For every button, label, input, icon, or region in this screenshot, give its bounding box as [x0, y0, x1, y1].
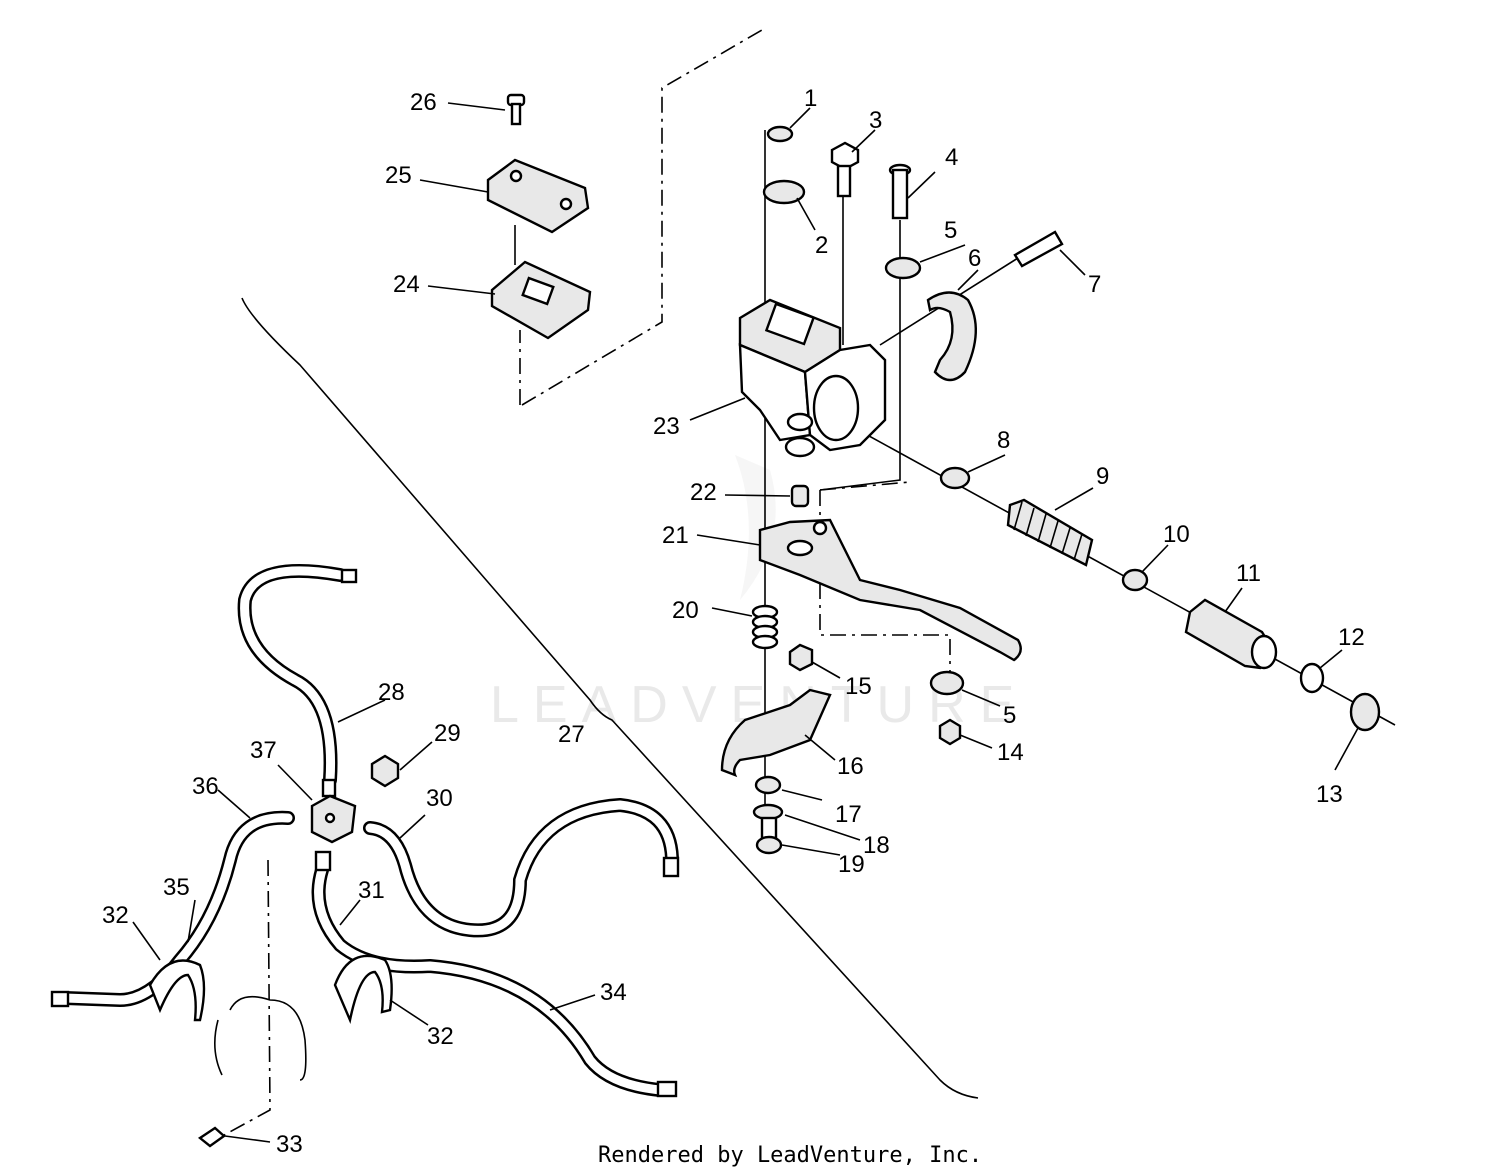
callout-27: 27: [558, 721, 585, 748]
callout-9: 9: [1096, 463, 1109, 490]
reservoir-leader: [519, 29, 763, 406]
part-14-nut: [938, 718, 962, 746]
callout-13: 13: [1316, 781, 1343, 808]
callout-32-right: 32: [427, 1023, 454, 1050]
callout-29: 29: [434, 720, 461, 747]
callout-18: 18: [863, 832, 890, 859]
callout-36: 36: [192, 773, 219, 800]
frame-fragment: [214, 995, 307, 1081]
callout-24: 24: [393, 271, 420, 298]
part-32-clamp-right: [333, 954, 393, 1024]
part-21-brake-lever: [758, 518, 1022, 662]
part-5-washer-lower: [929, 670, 965, 696]
part-29-banjo-bolt: [370, 754, 400, 788]
part-5-washer-top: [884, 256, 922, 280]
part-1-washer: [766, 125, 794, 143]
callout-25: 25: [385, 162, 412, 189]
callout-7: 7: [1088, 271, 1101, 298]
callout-37: 37: [250, 737, 277, 764]
callout-34: 34: [600, 979, 627, 1006]
part-22-bushing: [790, 484, 810, 508]
callout-26: 26: [410, 89, 437, 116]
callout-16: 16: [837, 753, 864, 780]
part-33-bolt: [197, 1126, 226, 1148]
callout-33: 33: [276, 1131, 303, 1158]
brake-hose-31-34: [311, 850, 678, 1098]
callout-19: 19: [838, 851, 865, 878]
callout-31: 31: [358, 877, 385, 904]
callout-3: 3: [869, 107, 882, 134]
callout-22: 22: [690, 479, 717, 506]
brake-hose-30: [363, 797, 680, 938]
part-6-clamp: [926, 291, 978, 382]
bolt33-leader: [214, 859, 271, 1141]
callout-4: 4: [945, 144, 958, 171]
credit-text: Rendered by LeadVenture, Inc.: [598, 1143, 982, 1168]
callout-1: 1: [804, 85, 817, 112]
part-32-clamp-left: [148, 959, 206, 1022]
part-19-bolt: [755, 816, 783, 855]
part-17-washer: [754, 775, 782, 795]
callout-23: 23: [653, 413, 680, 440]
part-12-ring: [1299, 662, 1325, 694]
part-37-junction-block: [310, 794, 357, 844]
callout-10: 10: [1163, 521, 1190, 548]
brake-hose-35-36: [50, 810, 295, 1008]
callout-6: 6: [968, 245, 981, 272]
callout-5-top: 5: [944, 217, 957, 244]
part-11-piston: [1184, 598, 1278, 670]
pin4-axis: [819, 220, 901, 491]
part-23-master-cylinder: [738, 298, 887, 458]
callout-20: 20: [672, 597, 699, 624]
part-3-bolt: [830, 141, 860, 198]
callout-32-left: 32: [102, 902, 129, 929]
part-13-boot: [1349, 692, 1381, 732]
callout-11: 11: [1236, 560, 1261, 587]
section-divider-line: [241, 297, 979, 1099]
part-26-screw: [506, 93, 526, 126]
callout-15: 15: [845, 673, 872, 700]
part-7-screw: [1013, 230, 1064, 268]
part-25-reservoir-cap: [486, 158, 590, 234]
callout-8: 8: [997, 427, 1010, 454]
callout-28: 28: [378, 679, 405, 706]
callout-12: 12: [1338, 624, 1365, 651]
callout-5-lower: 5: [1003, 702, 1016, 729]
callout-35: 35: [163, 874, 190, 901]
callout-leaders: [132, 102, 1359, 1143]
callout-14: 14: [997, 739, 1024, 766]
part-9-spring: [1006, 498, 1094, 567]
callout-30: 30: [426, 785, 453, 812]
callout-21: 21: [662, 522, 689, 549]
callout-17: 17: [835, 801, 862, 828]
part-15-nut: [788, 643, 814, 672]
callout-2: 2: [815, 232, 828, 259]
part-20-spring: [751, 604, 779, 650]
part-8-washer: [939, 466, 971, 490]
part-4-pin: [888, 163, 912, 220]
part-16-switch-bracket: [720, 688, 832, 778]
brake-hose-28: [237, 563, 358, 798]
part-10-washer: [1121, 568, 1149, 592]
part-2-grommet: [762, 179, 806, 205]
